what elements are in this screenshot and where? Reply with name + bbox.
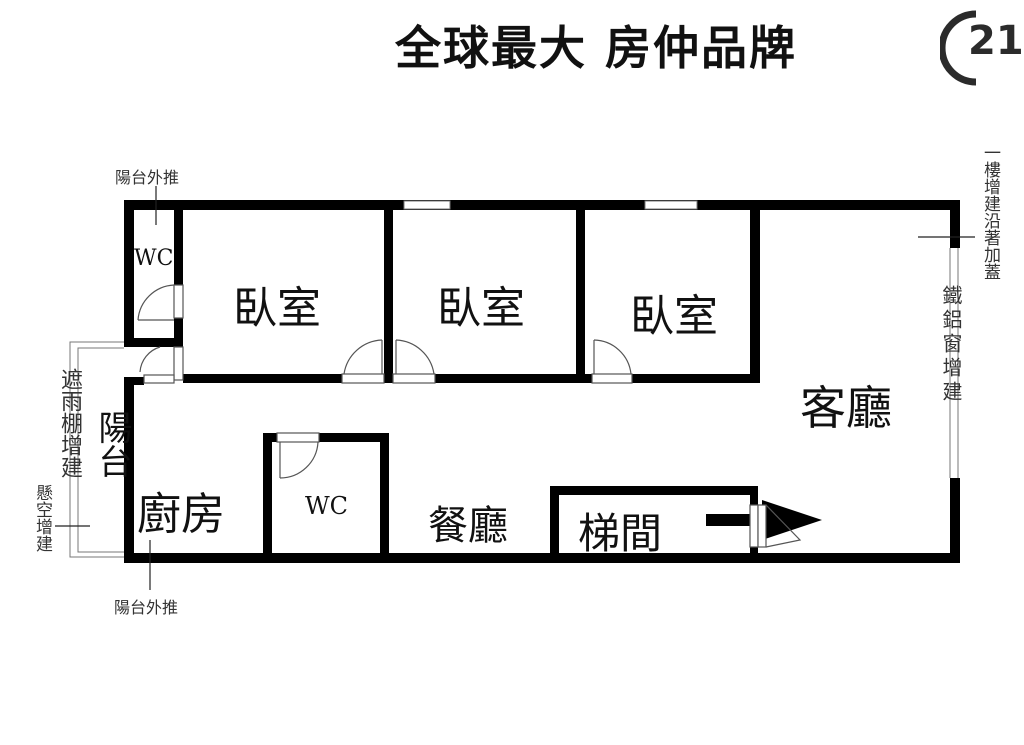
room-label-stairwell: 梯間 [578,509,663,558]
room-label-dining-room: 餐廳 [428,503,508,549]
room-label-bedroom-3: 臥室 [630,291,718,342]
room-label-wc-small: WC [134,246,174,271]
note-balcony-push-top: 陽台外推 [115,168,180,187]
note-rain-shelter: 遮雨棚增建 [57,368,82,478]
logo-number: 21 [968,18,1024,64]
room-label-wc-main: WC [305,492,349,520]
note-balcony-push-bottom: 陽台外推 [114,598,179,617]
room-label-balcony: 陽台 [92,410,132,478]
room-label-living-room: 客廳 [800,381,892,435]
room-label-bedroom-2: 臥室 [437,283,525,334]
brand-slogan: 全球最大 房仲品牌 [395,21,798,75]
room-label-bedroom-1: 臥室 [233,283,321,334]
note-first-floor-extension: 一樓增建沿著加蓋 [980,144,1000,280]
note-iron-aluminum-window: 鐵鋁窗增建 [939,285,963,405]
century21-logo-icon [940,10,977,86]
note-cantilever: 懸空增建 [32,484,52,552]
room-label-kitchen: 廚房 [137,489,225,540]
